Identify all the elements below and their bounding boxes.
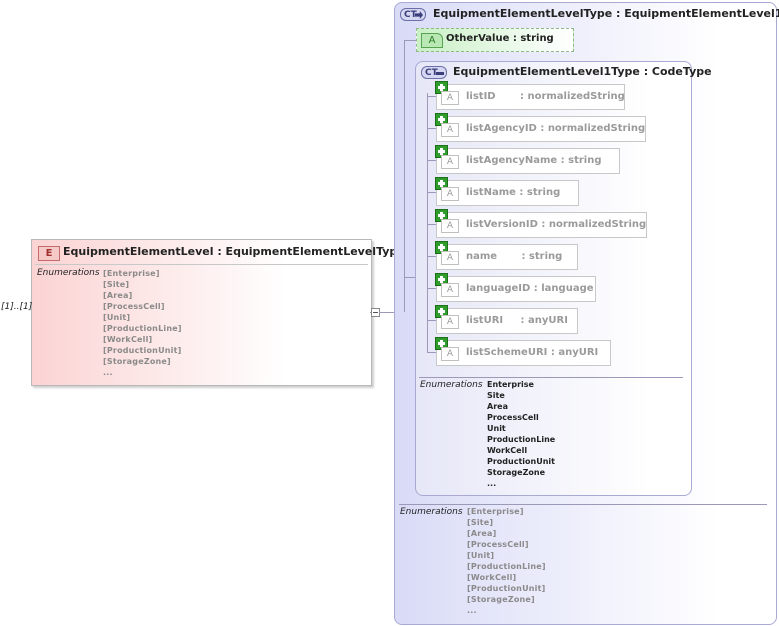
enum-item: [Area]: [103, 291, 133, 300]
divider: [35, 264, 368, 265]
enum-item: [StorageZone]: [467, 595, 535, 604]
inner-enumeration-list: Enterprise Site Area ProcessCell Unit Pr…: [487, 379, 555, 489]
expand-plus-icon[interactable]: [435, 241, 448, 254]
enum-item: [Enterprise]: [103, 269, 160, 278]
enum-item: Area: [487, 402, 508, 411]
attribute-badge-icon: A: [441, 219, 459, 233]
outer-enumerations-label: Enumerations: [400, 507, 463, 517]
connector-line: [427, 256, 436, 257]
attribute-listname[interactable]: A listName : string: [435, 177, 579, 206]
enum-item: [Unit]: [103, 313, 131, 322]
enum-item: [WorkCell]: [467, 573, 517, 582]
enum-item: [Unit]: [467, 551, 495, 560]
connector-line: [404, 40, 416, 41]
connector-line: [379, 312, 404, 313]
attribute-label: OtherValue : string: [446, 33, 554, 44]
connector-line: [427, 128, 436, 129]
connector-line: [427, 192, 436, 193]
attribute-label: listName : string: [466, 187, 561, 198]
connector-line: [427, 93, 428, 353]
attribute-label: languageID : language: [466, 283, 594, 294]
expand-plus-icon[interactable]: [435, 177, 448, 190]
connector-line: [427, 96, 436, 97]
attribute-badge-icon: A: [441, 187, 459, 201]
ct-badge-text: CT: [425, 68, 438, 78]
attribute-label: name : string: [466, 251, 563, 262]
enum-item: ...: [103, 368, 113, 377]
connector-line: [427, 288, 436, 289]
enum-item: ProductionUnit: [487, 457, 555, 466]
connector-line: [404, 277, 415, 278]
enum-item: [Site]: [467, 518, 494, 527]
attribute-badge-icon: A: [441, 283, 459, 297]
attribute-badge-icon: A: [441, 251, 459, 265]
enum-item: [ProductionUnit]: [103, 346, 182, 355]
enum-item: ...: [487, 479, 497, 488]
enum-item: ...: [467, 606, 477, 615]
enumeration-list: [Enterprise] [Site] [Area] [ProcessCell]…: [103, 268, 182, 378]
attribute-label: listVersionID : normalizedString: [466, 219, 647, 230]
connector-line: [404, 40, 405, 312]
ct-restriction-icon: [436, 72, 444, 75]
connector-line: [427, 224, 436, 225]
attribute-name[interactable]: A name : string: [435, 241, 578, 270]
enum-item: WorkCell: [487, 446, 528, 455]
inner-ct-badge-icon: CT: [421, 66, 447, 79]
attribute-languageid[interactable]: A languageID : language: [435, 273, 596, 302]
enum-item: [ProcessCell]: [467, 540, 529, 549]
enum-item: [StorageZone]: [103, 357, 171, 366]
complex-type-badge-icon: CT: [400, 8, 426, 21]
enum-item: [WorkCell]: [103, 335, 153, 344]
attribute-othervalue[interactable]: A OtherValue : string: [416, 28, 574, 52]
enum-item: [Area]: [467, 529, 497, 538]
element-title: EquipmentElementLevel : EquipmentElement…: [63, 245, 405, 258]
inner-complex-type-title: EquipmentElementLevel1Type : CodeType: [453, 65, 712, 78]
attribute-label: listAgencyName : string: [466, 155, 602, 166]
enum-item: Enterprise: [487, 380, 534, 389]
connector-line: [427, 160, 436, 161]
attribute-label: listAgencyID : normalizedString: [466, 123, 646, 134]
element-badge-icon: E: [38, 246, 60, 261]
attribute-listagencyname[interactable]: A listAgencyName : string: [435, 145, 620, 174]
multiplicity-label: [1]..[1]: [1, 302, 33, 312]
attribute-badge-icon: A: [441, 91, 459, 105]
ct-extension-icon: [415, 11, 423, 19]
attribute-label: listURI : anyURI: [466, 315, 568, 326]
enum-item: [ProductionLine]: [467, 562, 546, 571]
attribute-badge-icon: A: [441, 315, 459, 329]
enum-item: StorageZone: [487, 468, 545, 477]
attribute-label: listSchemeURI : anyURI: [466, 347, 599, 358]
attribute-listuri[interactable]: A listURI : anyURI: [435, 305, 578, 334]
enum-item: [Site]: [103, 280, 130, 289]
ct-badge-text: CT: [404, 10, 417, 20]
enum-item: [ProductionLine]: [103, 324, 182, 333]
enum-item: Site: [487, 391, 505, 400]
attribute-listschemeuri[interactable]: A listSchemeURI : anyURI: [435, 337, 611, 366]
element-box[interactable]: E EquipmentElementLevel : EquipmentEleme…: [31, 239, 405, 386]
enum-item: Unit: [487, 424, 506, 433]
enum-item: [ProductionUnit]: [467, 584, 546, 593]
attribute-badge-icon: A: [441, 155, 459, 169]
enum-item: ProcessCell: [487, 413, 539, 422]
enum-item: [Enterprise]: [467, 507, 524, 516]
complex-type-title: EquipmentElementLevelType : EquipmentEle…: [433, 7, 779, 20]
enumerations-label: Enumerations: [37, 268, 100, 278]
element-header: E EquipmentElementLevel : EquipmentEleme…: [32, 240, 405, 264]
attribute-badge-icon: A: [441, 123, 459, 137]
expand-plus-icon[interactable]: [435, 209, 448, 222]
attribute-label: listID : normalizedString: [466, 91, 625, 102]
outer-enumeration-list: [Enterprise] [Site] [Area] [ProcessCell]…: [467, 506, 546, 616]
attribute-listversionid[interactable]: A listVersionID : normalizedString: [435, 209, 647, 238]
enum-item: ProductionLine: [487, 435, 556, 444]
divider: [419, 377, 683, 378]
attribute-listid[interactable]: A listID : normalizedString: [435, 81, 625, 110]
inner-enumerations-label: Enumerations: [420, 380, 483, 390]
enum-item: [ProcessCell]: [103, 302, 165, 311]
attribute-listagencyid[interactable]: A listAgencyID : normalizedString: [435, 113, 646, 142]
connector-line: [427, 352, 436, 353]
connector-line: [427, 320, 436, 321]
attribute-badge-icon: A: [441, 347, 459, 361]
divider: [399, 504, 767, 505]
attribute-badge-icon: A: [421, 33, 443, 48]
